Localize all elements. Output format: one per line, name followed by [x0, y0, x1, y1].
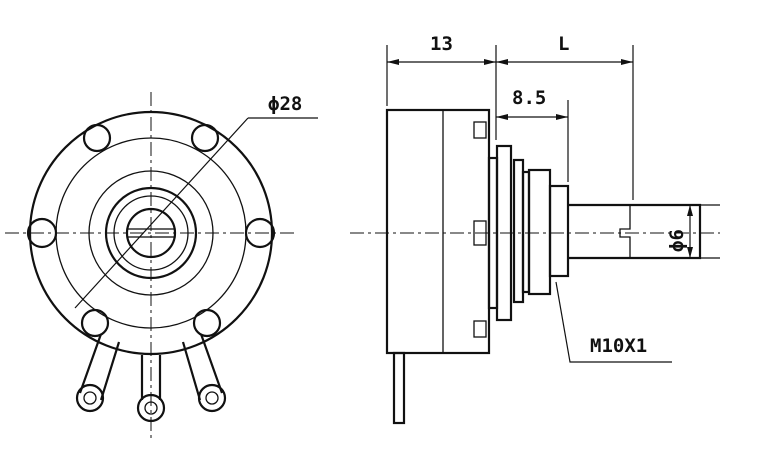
- shaft-dia-label: ϕ6: [666, 229, 688, 252]
- thread-leader: [555, 281, 672, 363]
- diameter-label: ϕ28: [268, 93, 302, 115]
- terminal-left: [75, 333, 121, 413]
- face-tab-top: [473, 121, 487, 139]
- mount-hole-top-left: [82, 123, 112, 153]
- shaft-slot: [126, 228, 176, 238]
- flat-washer: [512, 158, 525, 304]
- nut-outer: [104, 186, 198, 280]
- terminal-pin: [392, 351, 406, 425]
- dim-13-label: 13: [430, 33, 453, 55]
- shaft-flat: [619, 205, 631, 258]
- side-notch-left: [26, 217, 58, 249]
- diameter-leader: [74, 117, 249, 309]
- mount-hole-bottom-left: [80, 308, 110, 338]
- shaft: [568, 203, 702, 260]
- face-tab-bottom: [473, 320, 487, 338]
- dim-L-label: L: [558, 33, 569, 55]
- thread-label: M10X1: [590, 335, 647, 357]
- mount-hole-bottom-right: [192, 308, 222, 338]
- dim-8-5-label: 8.5: [512, 87, 546, 109]
- threaded-bushing: [548, 184, 570, 278]
- lock-washer: [495, 144, 513, 322]
- terminal-middle: [136, 355, 166, 423]
- hex-nut: [527, 168, 552, 296]
- inner-ring: [88, 170, 214, 296]
- side-notch-right: [244, 217, 276, 249]
- terminal-right: [181, 333, 227, 413]
- face-tab-middle: [473, 220, 487, 246]
- side-view: 13 L 8.5 ϕ6 M10X1: [350, 33, 720, 425]
- mount-hole-top-right: [190, 123, 220, 153]
- front-view: ϕ28: [5, 92, 318, 440]
- outer-body-circle: [28, 110, 274, 356]
- nut-inner: [113, 195, 189, 271]
